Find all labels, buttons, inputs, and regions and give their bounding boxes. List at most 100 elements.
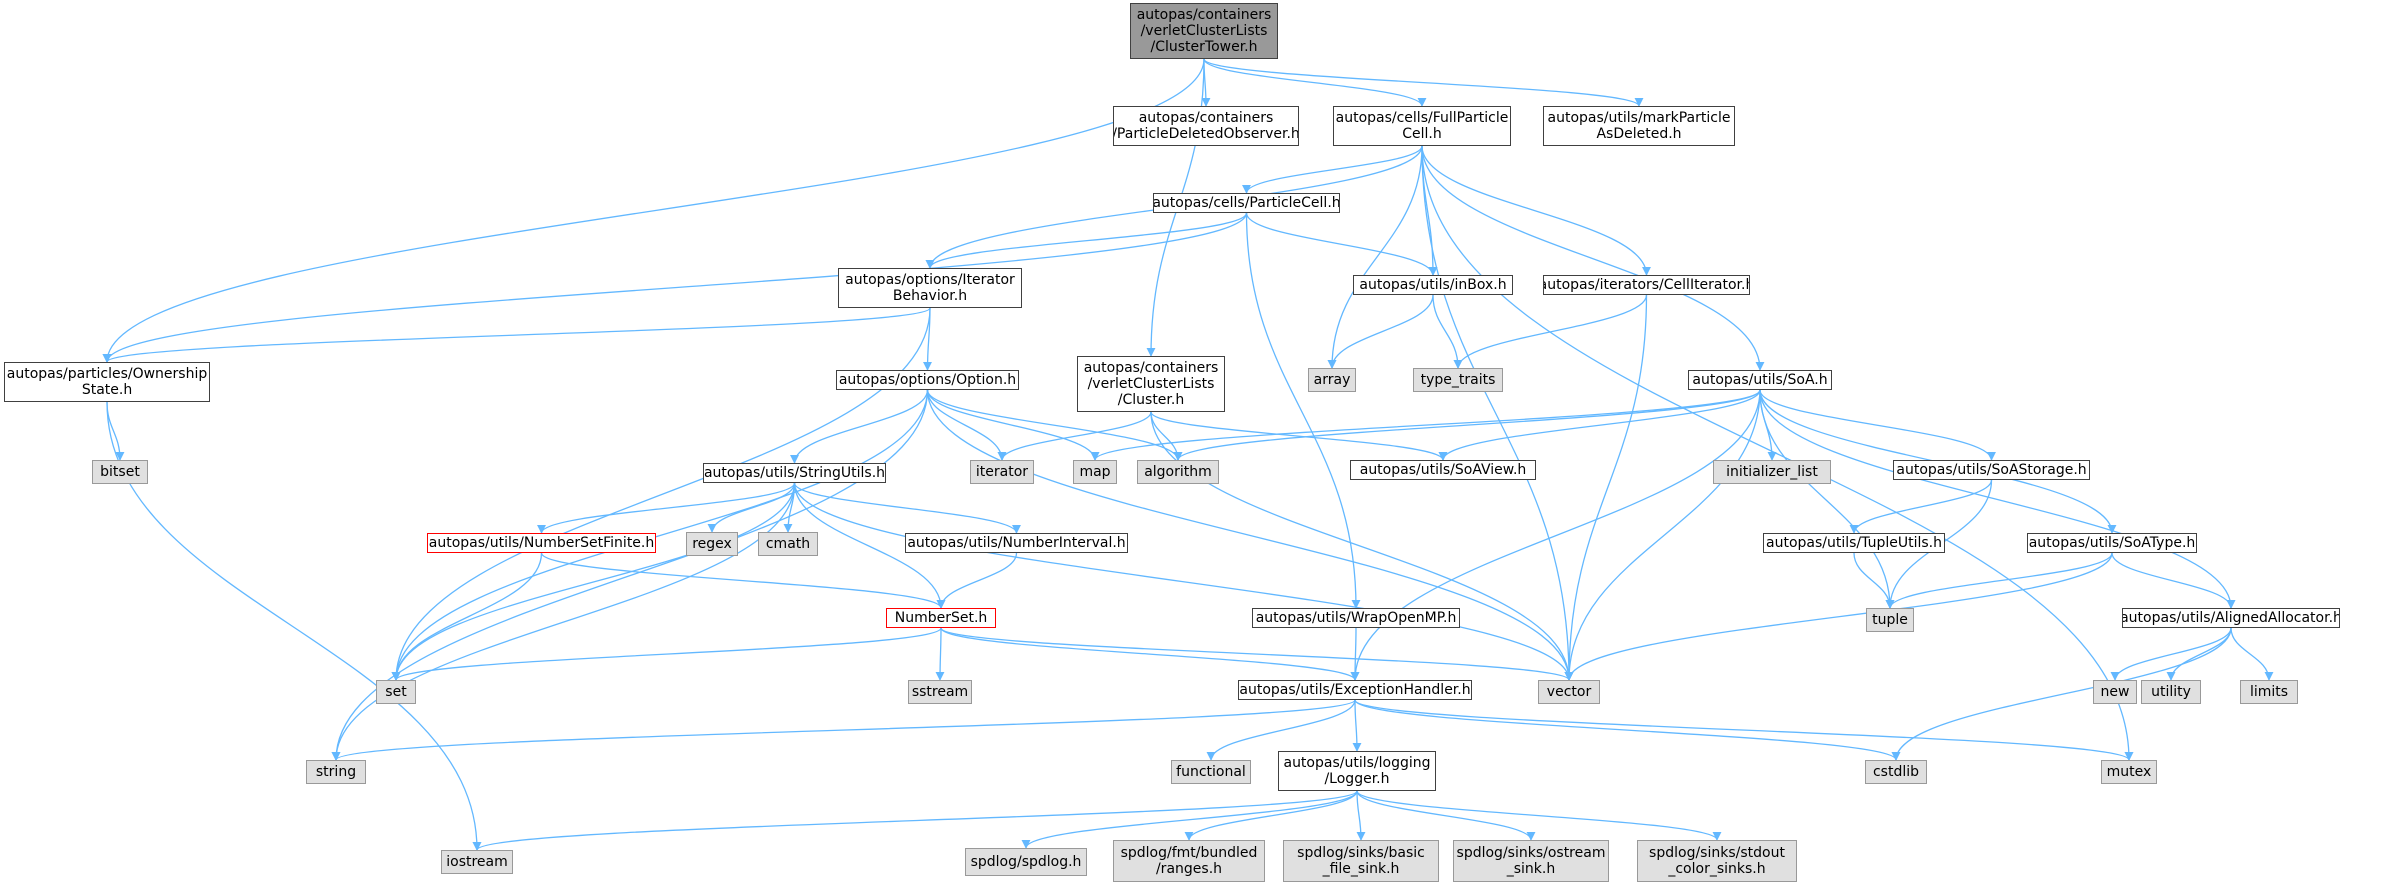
node-ostream-sink: spdlog/sinks/ostream _sink.h — [1453, 840, 1609, 882]
edge-option-to-vector — [926, 389, 1574, 681]
node-iostream: iostream — [441, 850, 513, 874]
edge-stringutils-to-numberset — [793, 482, 946, 609]
edge-logger-to-spdlog — [1021, 790, 1358, 849]
edge-stringutils-to-vector — [793, 482, 1574, 681]
node-algorithm: algorithm — [1137, 460, 1219, 484]
node-iteratorbehavior[interactable]: autopas/options/Iterator Behavior.h — [838, 268, 1022, 308]
node-type-traits: type_traits — [1413, 368, 1503, 392]
node-initializer-list: initializer_list — [1713, 460, 1831, 484]
edge-fullparticlecell-to-particlecell — [1242, 145, 1423, 194]
edge-soa-to-exceptionhandler — [1350, 389, 1761, 681]
node-regex: regex — [686, 532, 738, 556]
edge-particlecell-to-ownershipstate — [102, 212, 1248, 363]
edge-alignedallocator-to-utility — [2166, 627, 2232, 681]
edge-stringutils-to-numberinterval — [793, 482, 1021, 534]
node-exceptionhandler[interactable]: autopas/utils/ExceptionHandler.h — [1238, 680, 1472, 700]
node-limits: limits — [2240, 680, 2298, 704]
node-cluster[interactable]: autopas/containers /verletClusterLists /… — [1077, 356, 1225, 412]
node-set: set — [376, 680, 416, 704]
edge-numberset-to-sstream — [935, 627, 945, 681]
node-cstdlib: cstdlib — [1865, 760, 1927, 784]
node-basic-file-sink: spdlog/sinks/basic _file_sink.h — [1283, 840, 1439, 882]
node-mutex: mutex — [2101, 760, 2157, 784]
edge-numberset-to-vector — [940, 627, 1574, 681]
node-stringutils[interactable]: autopas/utils/StringUtils.h — [703, 463, 886, 483]
edge-celliterator-to-type_traits — [1453, 294, 1648, 369]
node-logger[interactable]: autopas/utils/logging /Logger.h — [1278, 751, 1436, 791]
node-alignedallocator[interactable]: autopas/utils/AlignedAllocator.h — [2122, 608, 2340, 628]
edge-soatype-to-alignedallocator — [2111, 552, 2236, 609]
node-numbersetfinite[interactable]: autopas/utils/NumberSetFinite.h — [427, 533, 656, 553]
edge-alignedallocator-to-limits — [2230, 627, 2274, 681]
edge-soastorage-to-tupleutils — [1849, 479, 1993, 534]
node-tuple: tuple — [1866, 608, 1914, 632]
edge-numbersetfinite-to-set — [391, 552, 543, 681]
edge-iteratorbehavior-to-set — [391, 307, 931, 681]
edge-logger-to-iostream — [472, 790, 1358, 851]
node-new: new — [2093, 680, 2137, 704]
node-particlecell[interactable]: autopas/cells/ParticleCell.h — [1153, 193, 1340, 213]
edge-particlecell-to-inbox — [1245, 212, 1438, 276]
edge-soa-to-soastorage — [1759, 389, 1996, 461]
edge-numberset-to-set — [391, 627, 942, 681]
node-inbox[interactable]: autopas/utils/inBox.h — [1353, 275, 1513, 295]
edge-soa-to-soaview — [1438, 389, 1761, 461]
edge-exceptionhandler-to-mutex — [1354, 699, 2134, 761]
edge-exceptionhandler-to-string — [331, 699, 1356, 761]
node-bitset: bitset — [92, 460, 148, 484]
node-soa[interactable]: autopas/utils/SoA.h — [1688, 370, 1832, 390]
node-numberinterval[interactable]: autopas/utils/NumberInterval.h — [905, 533, 1128, 553]
edge-clustertower-to-fullparticlecell — [1203, 58, 1427, 107]
edge-option-to-iterator — [926, 389, 1007, 461]
edge-numberset-to-exceptionhandler — [940, 627, 1360, 681]
edge-clustertower-to-markparticleasdeleted — [1203, 58, 1644, 107]
node-soastorage[interactable]: autopas/utils/SoAStorage.h — [1893, 460, 2090, 480]
node-option[interactable]: autopas/options/Option.h — [836, 370, 1019, 390]
edge-cluster-to-soaview — [1150, 411, 1448, 461]
node-map: map — [1073, 460, 1117, 484]
edge-soa-to-algorithm — [1173, 389, 1761, 461]
edge-logger-to-stdout_color_sinks — [1356, 790, 1722, 841]
edge-fullparticlecell-to-celliterator — [1421, 145, 1652, 276]
edge-soa-to-vector — [1564, 389, 1761, 681]
node-numberset[interactable]: NumberSet.h — [886, 608, 996, 628]
node-markparticleasdeleted[interactable]: autopas/utils/markParticle AsDeleted.h — [1543, 106, 1735, 146]
edge-exceptionhandler-to-cstdlib — [1354, 699, 1901, 761]
edge-fullparticlecell-to-array — [1327, 145, 1423, 369]
node-array: array — [1308, 368, 1356, 392]
edge-option-to-string — [331, 389, 929, 761]
edge-tupleutils-to-tuple — [1853, 552, 1895, 609]
edge-exceptionhandler-to-logger — [1352, 699, 1362, 752]
node-wrapopenmp[interactable]: autopas/utils/WrapOpenMP.h — [1252, 608, 1460, 628]
node-clustertower[interactable]: autopas/containers /verletClusterLists /… — [1130, 3, 1278, 59]
edge-option-to-algorithm — [926, 389, 1183, 461]
node-string: string — [306, 760, 366, 784]
node-sstream: sstream — [908, 680, 972, 704]
edge-option-to-map — [926, 389, 1100, 461]
node-tupleutils[interactable]: autopas/utils/TupleUtils.h — [1763, 533, 1945, 553]
edge-clustertower-to-ownershipstate — [102, 58, 1205, 363]
edge-soa-to-alignedallocator — [1759, 389, 2236, 609]
edge-exceptionhandler-to-functional — [1206, 699, 1356, 761]
edge-stringutils-to-numbersetfinite — [537, 482, 796, 534]
edge-fullparticlecell-to-soa — [1421, 145, 1765, 371]
node-fullparticlecell[interactable]: autopas/cells/FullParticle Cell.h — [1333, 106, 1511, 146]
node-celliterator[interactable]: autopas/iterators/CellIterator.h — [1543, 275, 1750, 295]
node-functional: functional — [1171, 760, 1251, 784]
node-particledeletedobserver[interactable]: autopas/containers /ParticleDeletedObser… — [1113, 106, 1299, 146]
edge-stringutils-to-set — [391, 482, 796, 681]
edge-option-to-stringutils — [789, 389, 929, 464]
edge-fullparticlecell-to-mutex — [1421, 145, 2134, 761]
node-ownershipstate[interactable]: autopas/particles/Ownership State.h — [4, 362, 210, 402]
edge-numbersetfinite-to-numberset — [540, 552, 946, 609]
node-soatype[interactable]: autopas/utils/SoAType.h — [2027, 533, 2197, 553]
node-utility: utility — [2141, 680, 2201, 704]
node-iterator: iterator — [970, 460, 1034, 484]
edge-inbox-to-array — [1327, 294, 1434, 369]
edge-wrapopenmp-to-exceptionhandler — [1350, 627, 1360, 681]
node-cmath: cmath — [758, 532, 818, 556]
node-soaview[interactable]: autopas/utils/SoAView.h — [1350, 460, 1536, 480]
edge-soatype-to-vector — [1564, 552, 2113, 681]
edge-logger-to-ranges — [1184, 790, 1358, 841]
